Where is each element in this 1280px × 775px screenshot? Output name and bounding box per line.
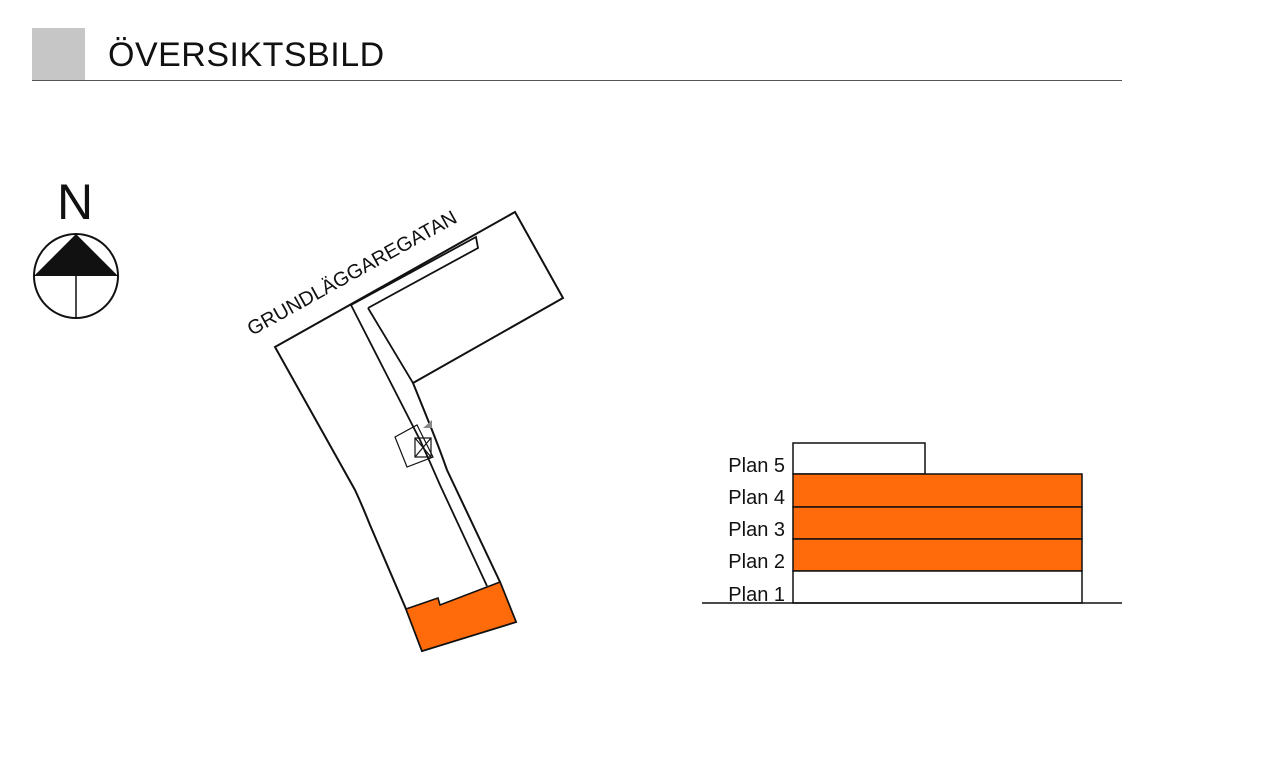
corridor-inner [350,235,480,309]
corridor-line-left [350,304,488,587]
header-divider [32,80,1122,81]
floor-label: Plan 5 [728,455,785,477]
elevation-diagram: Plan 5 Plan 4 Plan 3 Plan 2 Plan 1 [702,442,1122,606]
floor-label: Plan 4 [728,487,785,509]
header-gray-box [32,28,85,80]
floor-label: Plan 2 [728,551,785,573]
floor-plan-1 [792,570,1083,604]
floor-plan-3 [792,506,1083,540]
entrance-marker-icon [423,420,432,428]
floor-label: Plan 1 [728,584,785,606]
highlighted-area [405,581,517,652]
elevator-icon [414,437,432,458]
page-title: ÖVERSIKTSBILD [108,36,385,74]
site-plan: GRUNDLÄGGAREGATAN [244,207,565,653]
street-name-label: GRUNDLÄGGAREGATAN [244,207,461,341]
floor-plan-2 [792,538,1083,572]
building-outline [273,210,565,653]
floor-label: Plan 3 [728,519,785,541]
north-arrow-icon: N [33,174,119,319]
stair-box [394,424,434,468]
floor-plan-4 [792,473,1083,508]
compass-label: N [57,174,93,230]
floor-plan-5 [792,442,926,475]
